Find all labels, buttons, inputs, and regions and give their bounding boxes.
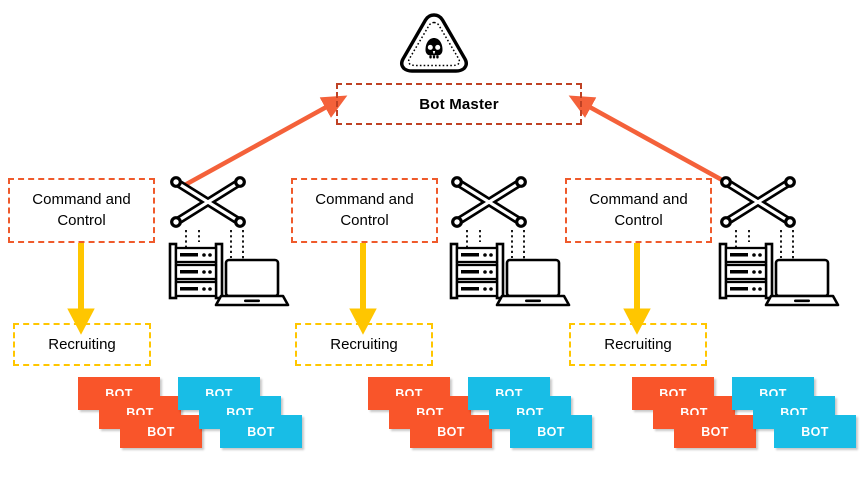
bot-card[interactable]: BOT [220, 415, 302, 448]
uplink-arrow-left [181, 95, 348, 188]
botmaster-box[interactable]: Bot Master [336, 83, 582, 125]
cc-label-line2: Control [614, 211, 663, 229]
network-mesh-x-icon [451, 176, 527, 228]
cc-label-line1: Command and [315, 191, 414, 209]
network-mesh-x-icon [170, 176, 246, 228]
network-mesh-x-icon [720, 176, 796, 228]
cc-label-line1: Command and [589, 191, 688, 209]
bot-card[interactable]: BOT [674, 415, 756, 448]
bot-group-1: BOT BOT BOT BOT BOT BOT [78, 377, 302, 449]
skull-warning-triangle-icon [400, 13, 468, 73]
cc-label-line1: Command and [32, 191, 131, 209]
recruiting-label: Recruiting [48, 336, 116, 353]
command-and-control-box-2[interactable]: Command and Control [291, 178, 438, 243]
recruiting-box-2[interactable]: Recruiting [295, 323, 433, 366]
bot-card[interactable]: BOT [510, 415, 592, 448]
botmaster-label: Bot Master [419, 95, 499, 113]
network-node-2 [449, 176, 571, 307]
recruiting-label: Recruiting [604, 336, 672, 353]
server-rack-icon [449, 242, 505, 300]
cc-label-line2: Control [340, 211, 389, 229]
command-and-control-box-1[interactable]: Command and Control [8, 178, 155, 243]
node-link-lines [735, 230, 794, 264]
bot-card[interactable]: BOT [774, 415, 856, 448]
network-node-1 [168, 176, 290, 307]
recruiting-box-1[interactable]: Recruiting [13, 323, 151, 366]
laptop-icon [214, 258, 290, 307]
node-link-lines [185, 230, 244, 264]
cc-label-line2: Control [57, 211, 106, 229]
bot-group-2: BOT BOT BOT BOT BOT BOT [368, 377, 592, 449]
uplink-arrow-right [568, 95, 735, 188]
server-rack-icon [718, 242, 774, 300]
laptop-icon [764, 258, 840, 307]
bot-card[interactable]: BOT [410, 415, 492, 448]
skull-glyph [425, 38, 443, 59]
laptop-icon [495, 258, 571, 307]
recruiting-box-3[interactable]: Recruiting [569, 323, 707, 366]
node-link-lines [466, 230, 525, 264]
recruiting-label: Recruiting [330, 336, 398, 353]
network-node-3 [718, 176, 840, 307]
bot-card[interactable]: BOT [120, 415, 202, 448]
command-and-control-box-3[interactable]: Command and Control [565, 178, 712, 243]
bot-group-3: BOT BOT BOT BOT BOT BOT [632, 377, 856, 449]
server-rack-icon [168, 242, 224, 300]
